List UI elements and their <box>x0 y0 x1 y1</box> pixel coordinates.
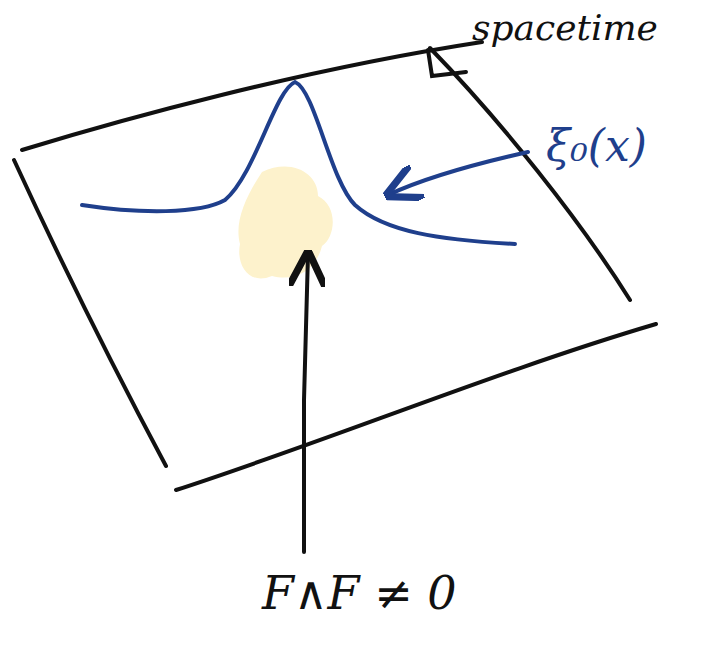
field-region <box>238 166 332 278</box>
leader-arrow <box>388 152 528 195</box>
spacetime-sheet <box>14 42 656 490</box>
leader-arrow <box>304 254 308 552</box>
profile-curve <box>82 82 515 244</box>
formula-label: F∧F ≠ 0 <box>262 568 457 619</box>
sheet-label: spacetime <box>472 8 658 48</box>
field-label: ξ₀(x) <box>546 122 647 170</box>
